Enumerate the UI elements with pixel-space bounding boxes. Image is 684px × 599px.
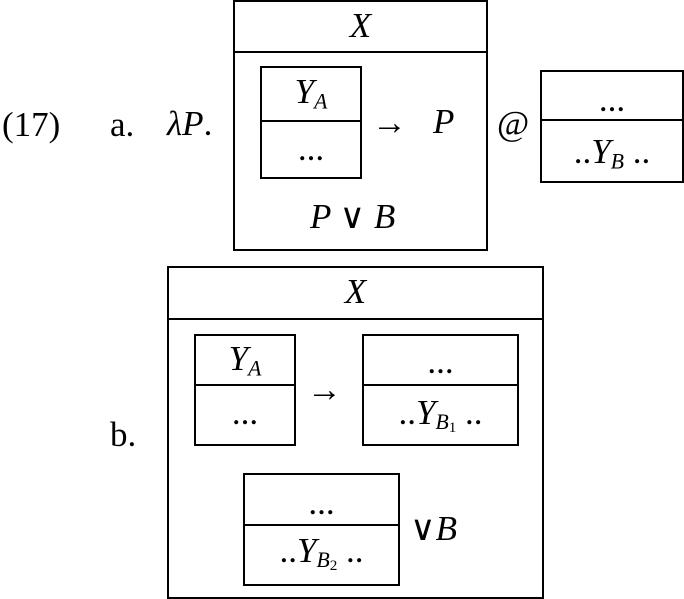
disjunct-divider — [245, 524, 398, 526]
disjunct-header-b: ... — [308, 483, 335, 522]
consequent-divider — [364, 384, 517, 386]
lambda-variable: P — [182, 104, 204, 143]
argument-box-a: ... ..YB .. — [540, 70, 684, 183]
lambda-symbol: λ — [167, 104, 183, 143]
drs-box-a: X YA ... → P P ∨ B — [233, 0, 488, 251]
antecedent-divider — [262, 120, 360, 122]
example-number: (17) — [2, 105, 61, 144]
disjunct-body-b: ..YB2 .. — [279, 531, 364, 575]
lambda-dot: . — [203, 104, 213, 143]
argument-body-a: ..YB .. — [573, 132, 651, 174]
header-divider — [235, 51, 486, 53]
disjunction-b: ∨B — [410, 509, 458, 548]
consequent-header-b: ... — [427, 342, 454, 381]
implication-arrow-a: → — [372, 103, 407, 142]
implication-arrow-b: → — [307, 370, 342, 409]
antecedent-body-b: ... — [231, 393, 259, 432]
drs-header-a: X — [349, 6, 372, 45]
item-label-b: b. — [110, 415, 137, 454]
disjunct-box-b: ... ..YB2 .. — [243, 473, 400, 586]
item-label-a: a. — [110, 105, 135, 144]
consequent-a: P — [433, 102, 455, 141]
drs-box-b: X YA ... → ... ..YB1 .. ... ..YB2 .. ∨B — [167, 266, 544, 599]
antecedent-divider — [196, 384, 294, 386]
consequent-body-b: ..YB1 .. — [398, 393, 483, 437]
disjunction-a: P ∨ B — [310, 197, 396, 236]
antecedent-box-a: YA ... — [260, 66, 362, 179]
antecedent-header-a: YA — [294, 72, 328, 114]
lambda-abstraction: λP. — [167, 106, 212, 141]
drs-header-b: X — [344, 272, 367, 311]
antecedent-body-a: ... — [297, 129, 325, 168]
apply-operator: @ — [497, 104, 530, 143]
argument-header-a: ... — [598, 80, 626, 119]
consequent-box-b: ... ..YB1 .. — [362, 334, 519, 446]
antecedent-box-b: YA ... — [194, 334, 296, 446]
header-divider — [169, 318, 542, 320]
antecedent-header-b: YA — [228, 339, 262, 381]
argument-divider — [542, 119, 682, 121]
